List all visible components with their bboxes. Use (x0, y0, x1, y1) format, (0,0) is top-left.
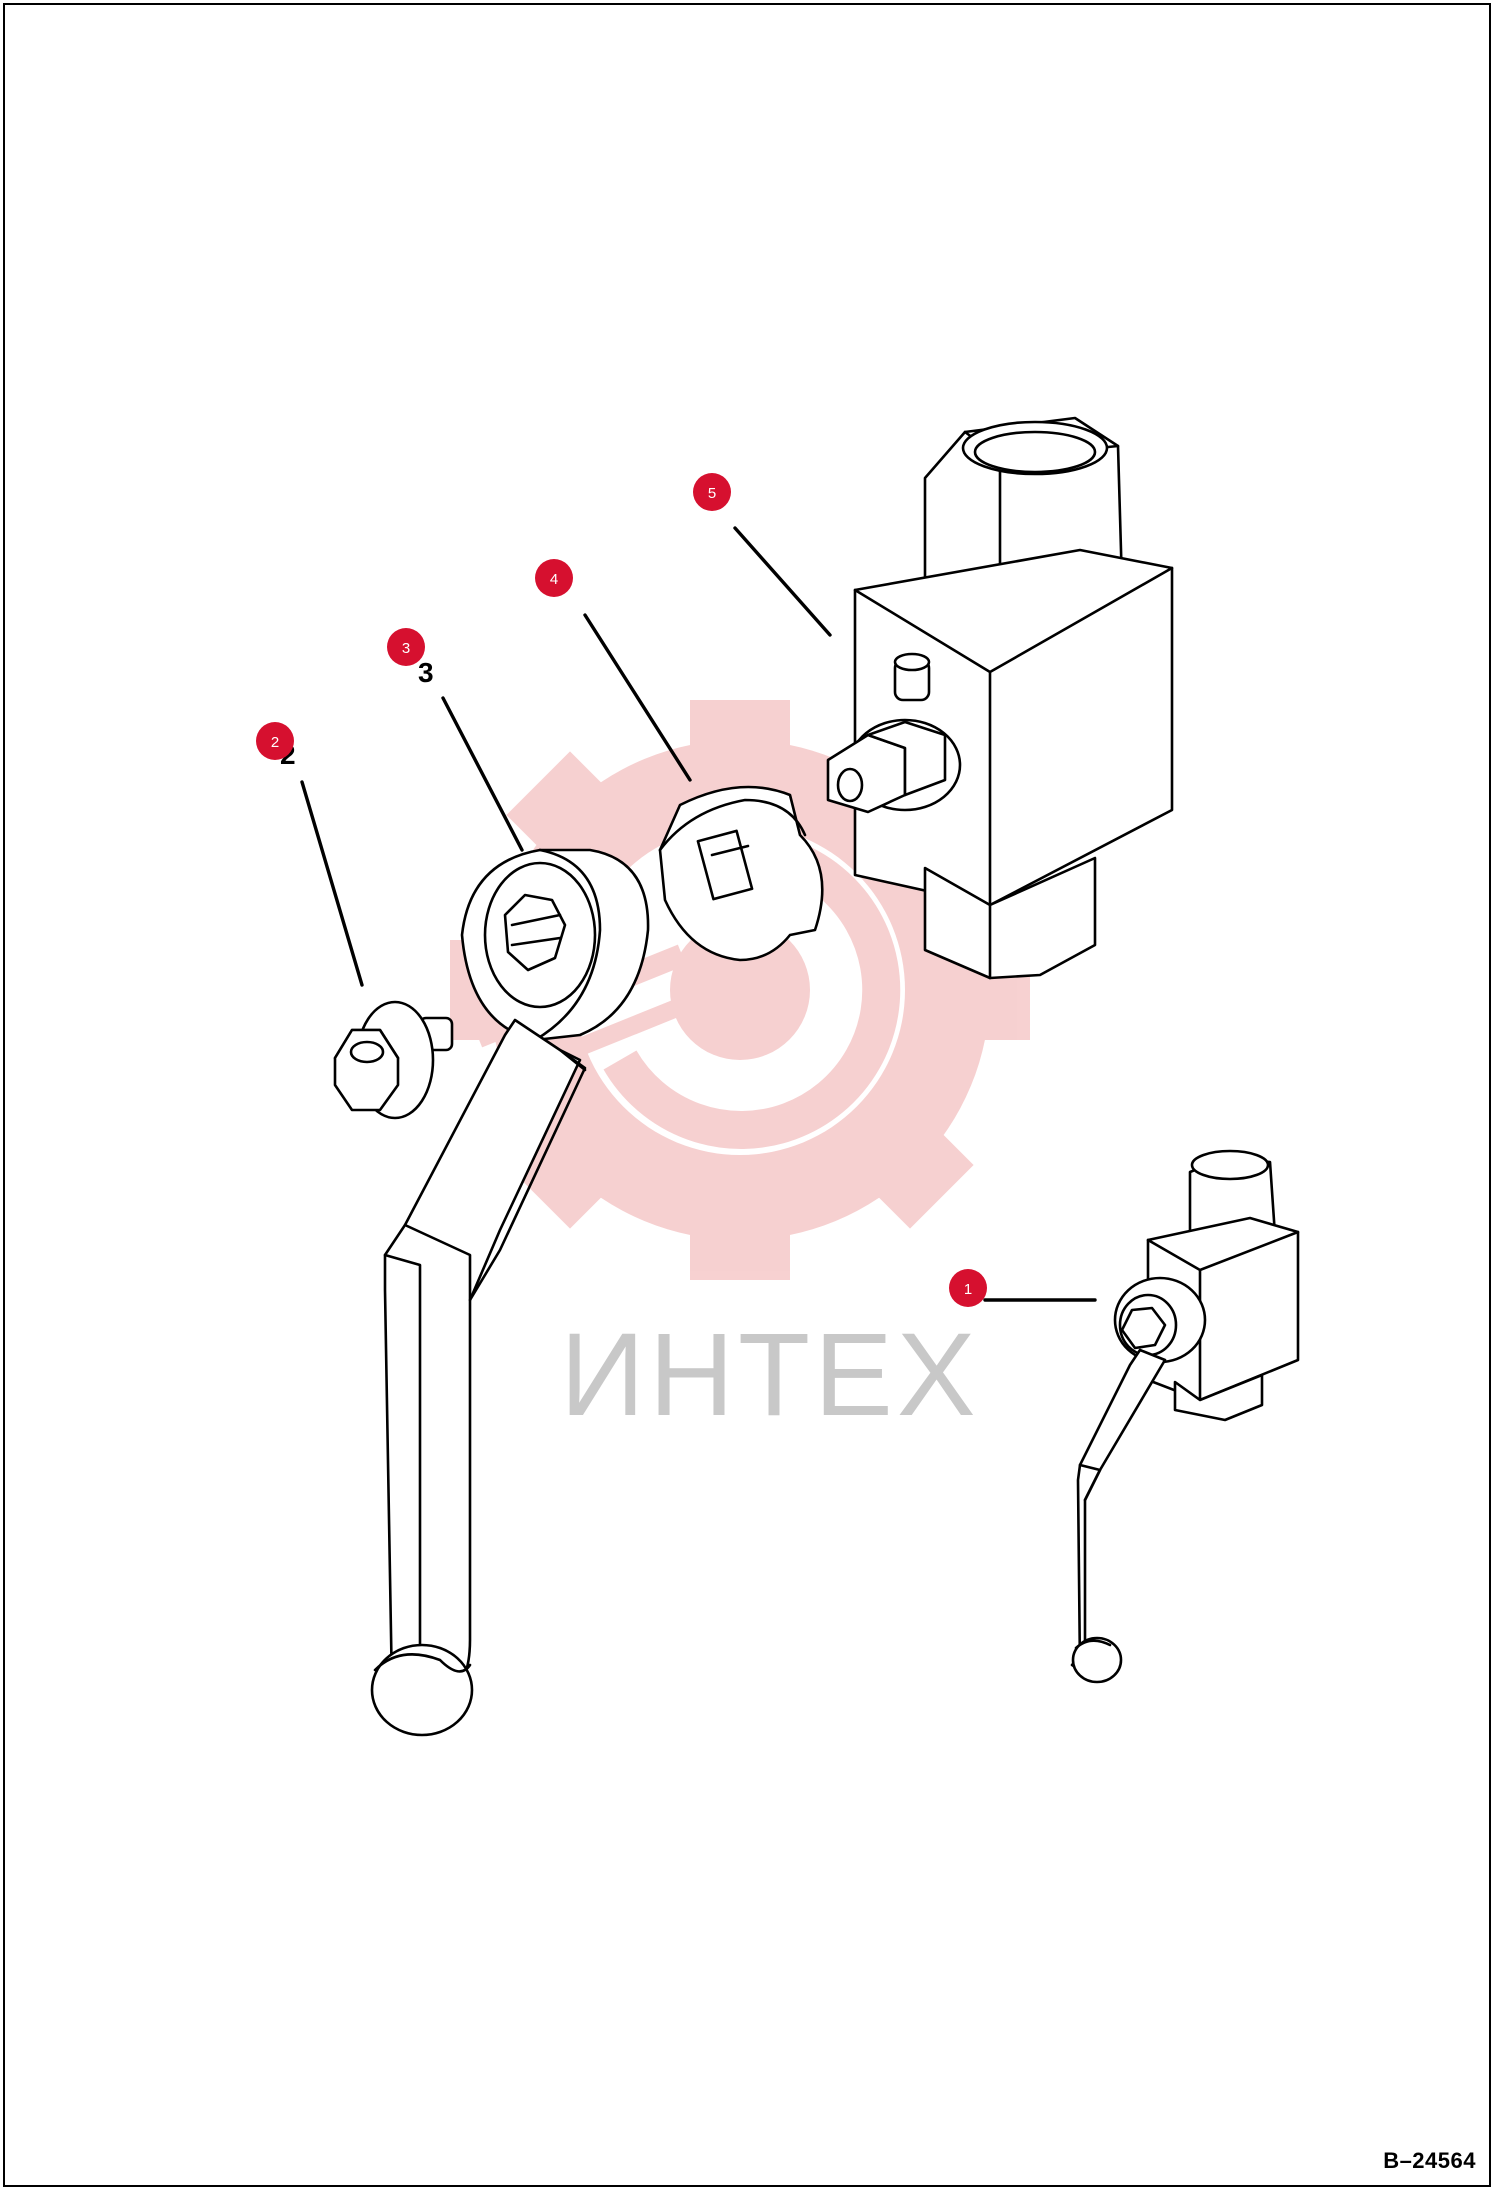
leader-lines (300, 526, 1097, 1302)
part-3-handle-lever (370, 848, 650, 1737)
leader-3 (441, 696, 524, 852)
drawing-frame (3, 3, 1491, 2187)
leader-5 (733, 526, 832, 637)
svg-text:5: 5 (708, 485, 716, 502)
callout-1[interactable]: 1 (949, 1269, 987, 1307)
svg-text:2: 2 (271, 734, 279, 751)
leader-2 (300, 780, 364, 987)
callout-4[interactable]: 4 (535, 559, 573, 597)
drawing-number: B–24564 (1383, 2148, 1476, 2173)
part-1-assembled-valve (1070, 1149, 1300, 1684)
leader-4 (583, 613, 692, 782)
callout-2[interactable]: 2 (256, 722, 294, 760)
part-4-stop-plate (658, 785, 824, 962)
callout-5[interactable]: 5 (693, 473, 731, 511)
watermark-text: ИНТЕХ (560, 1309, 980, 1441)
callout-3[interactable]: 3 (387, 628, 425, 666)
printed-number-3: 3 (418, 657, 434, 688)
svg-text:3: 3 (402, 640, 410, 657)
svg-text:1: 1 (964, 1281, 972, 1298)
part-5-valve-body (826, 416, 1174, 980)
part-2-bolt-washer (333, 1000, 454, 1120)
svg-text:4: 4 (550, 571, 558, 588)
